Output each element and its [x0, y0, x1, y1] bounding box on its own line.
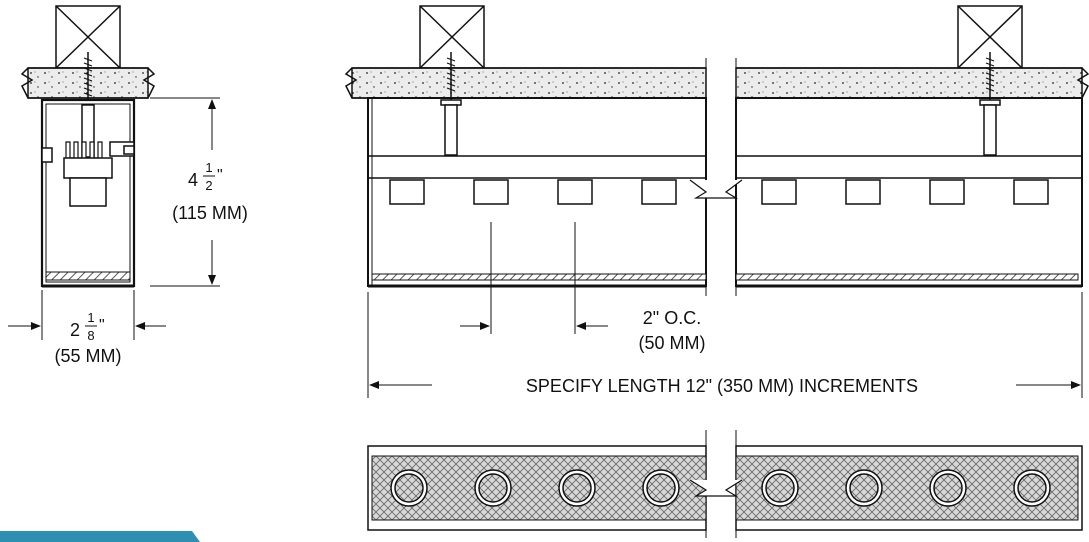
width-den: 8	[87, 328, 94, 343]
plan-view-right	[735, 445, 1083, 531]
height-den: 2	[205, 178, 212, 193]
width-dimension	[8, 290, 166, 340]
height-label: 4 1 2 " (115 MM)	[172, 160, 248, 223]
housing-section	[40, 98, 136, 288]
ceiling-slab-right	[735, 67, 1089, 99]
elevation-view	[344, 5, 1089, 538]
spacing-mm-label: (50 MM)	[639, 333, 706, 353]
housing-elevation-right	[735, 52, 1083, 288]
break-lines	[705, 58, 737, 538]
break-zigzag-top	[689, 179, 743, 199]
accent-bar	[0, 531, 200, 542]
height-inch: "	[217, 167, 223, 184]
section-view	[8, 5, 220, 340]
height-mm: (115 MM)	[172, 203, 248, 223]
length-dimension	[367, 292, 1083, 398]
width-whole: 2	[70, 320, 80, 340]
plan-view-left	[367, 445, 707, 531]
width-label: 2 1 8 " (55 MM)	[55, 310, 122, 366]
width-inch: "	[99, 317, 105, 334]
break-zigzag-bottom	[689, 479, 743, 497]
housing-elevation-left	[367, 52, 707, 288]
width-num: 1	[87, 310, 94, 325]
spacing-label: 2" O.C.	[643, 308, 701, 328]
spacing-dimension	[460, 222, 608, 334]
height-dimension	[150, 97, 220, 287]
ceiling-slab-left	[344, 67, 707, 99]
width-mm: (55 MM)	[55, 346, 122, 366]
height-whole: 4	[188, 170, 198, 190]
height-num: 1	[205, 160, 212, 175]
junction-box-left	[419, 5, 485, 69]
length-label: SPECIFY LENGTH 12" (350 MM) INCREMENTS	[526, 376, 918, 396]
